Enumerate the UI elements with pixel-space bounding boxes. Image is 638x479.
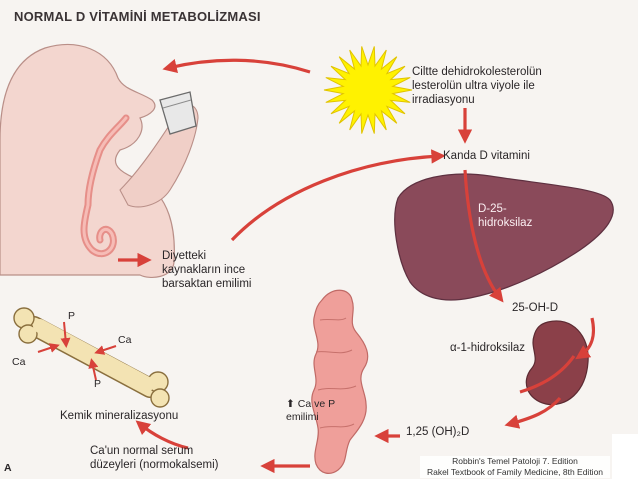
source-credit-line2: Rakel Textbook of Family Medicine, 8th E…	[426, 467, 604, 477]
pathway-arrows	[118, 58, 596, 474]
serum-label-line1: Ca'un normal serum	[90, 445, 194, 457]
human-figure	[0, 43, 199, 278]
liver-illustration	[394, 173, 614, 301]
bone-ca-label-right: Ca	[118, 334, 132, 346]
diagram-title: NORMAL D VİTAMİNİ METABOLİZMASI	[14, 9, 261, 24]
arrow-diet-to-blood	[230, 149, 446, 242]
arrow-liver-through	[463, 169, 504, 303]
kidney-enzyme-label: α-1-hidroksilaz	[450, 342, 526, 354]
liver-enzyme-line2: hidroksilaz	[478, 217, 533, 229]
diet-label-line1: Diyetteki	[162, 250, 207, 262]
uv-label-line3: irradiasyonu	[412, 94, 475, 106]
intestine-illustration	[311, 289, 369, 474]
corner-blank	[612, 434, 638, 479]
blood-vitamin-d-label: Kanda D vitamini	[443, 150, 530, 162]
kidney-illustration	[525, 320, 589, 406]
ca-p-absorption-line2: emilimi	[286, 411, 319, 423]
source-credit-line1: Robbin's Temel Patoloji 7. Edition	[452, 456, 578, 466]
serum-label-line2: düzeyleri (normokalsemi)	[90, 459, 219, 471]
bone-p-label-bottom: P	[94, 378, 102, 390]
arrow-kidney-through	[519, 355, 576, 394]
up-arrow-icon: ⬆	[286, 398, 295, 410]
diet-label-line2: kaynakların ince	[162, 264, 246, 276]
arrow-serum-to-bone	[135, 420, 189, 450]
uv-label-line1: Ciltte dehidrokolesterolün	[412, 66, 542, 78]
oh-d-label: 25-OH-D	[512, 302, 559, 314]
uv-label-line2: lesterolün ultra viyole ile	[412, 80, 535, 92]
diet-label-line3: barsaktan emilimi	[162, 278, 252, 290]
bone-p-label-top: P	[68, 310, 76, 322]
arrow-sun-to-body	[162, 58, 311, 74]
sun-icon	[323, 46, 413, 134]
arrow-kidney-to-calcitriol	[504, 396, 562, 429]
liver-enzyme-line1: D-25-	[478, 203, 507, 215]
bone-mineralization-label: Kemik mineralizasyonu	[60, 410, 179, 422]
bone-ca-label-left: Ca	[12, 356, 26, 368]
bone-illustration	[13, 307, 170, 408]
bone-mineral-arrows	[37, 321, 117, 381]
calcitriol-label: 1,25 (OH)₂D	[406, 426, 470, 438]
arrow-oh-to-kidney	[575, 317, 596, 360]
ca-p-absorption-line1: ⬆ Ca ve P	[286, 398, 336, 410]
panel-letter: A	[4, 462, 12, 474]
source-credit: Robbin's Temel Patoloji 7. Edition Rakel…	[420, 456, 610, 478]
